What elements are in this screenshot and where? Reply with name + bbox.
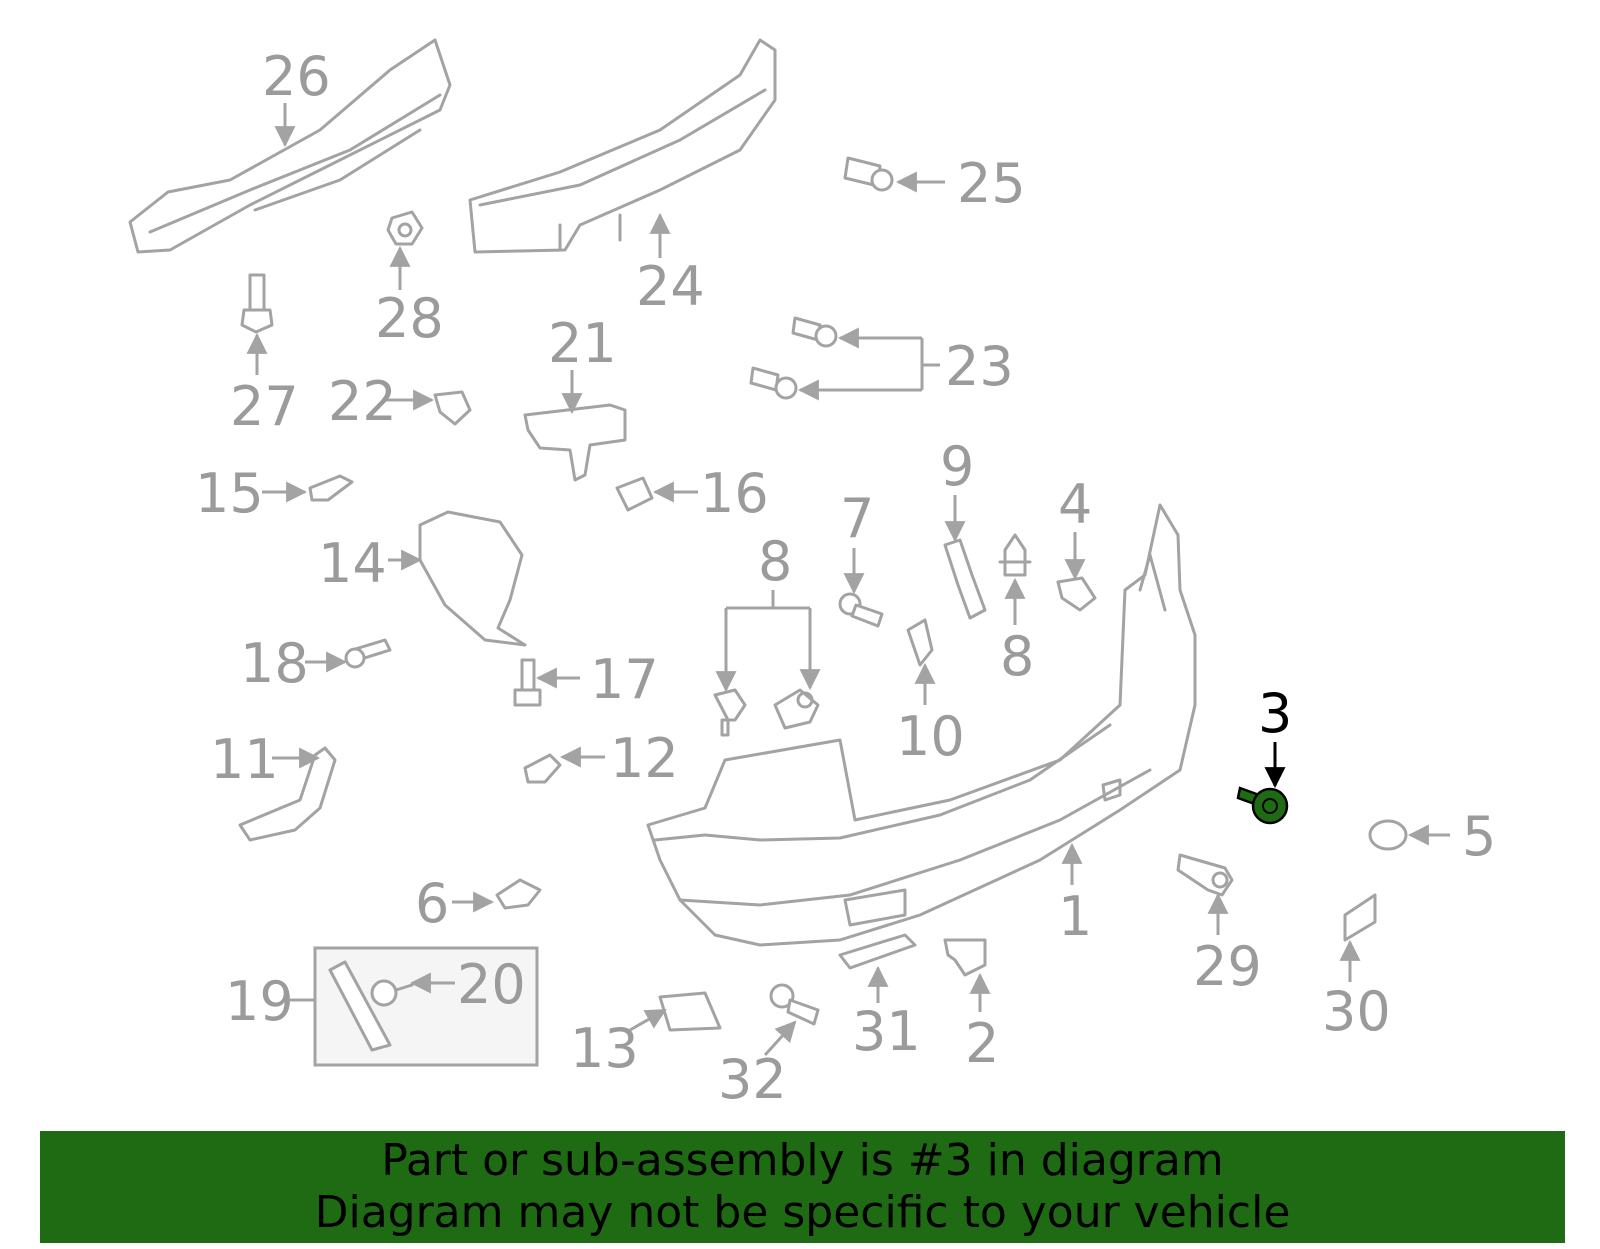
part-16-nut xyxy=(615,476,654,512)
callout-19: 19 xyxy=(225,970,294,1033)
part-31-reflector xyxy=(838,933,917,970)
part-6-clip xyxy=(495,878,542,910)
callout-13: 13 xyxy=(570,1017,639,1080)
callout-24: 24 xyxy=(636,255,705,318)
callout-18: 18 xyxy=(240,632,309,695)
part-28-nut xyxy=(386,210,424,246)
callout-4: 4 xyxy=(1058,473,1092,536)
callout-15: 15 xyxy=(195,462,264,525)
callout-31: 31 xyxy=(852,1000,921,1063)
part-20-clip xyxy=(370,979,414,1007)
part-26-reinforcement xyxy=(128,38,452,254)
banner-line-2: Diagram may not be specific to your vehi… xyxy=(314,1187,1291,1238)
callout-23: 23 xyxy=(945,335,1014,398)
part-22-grommet xyxy=(433,390,472,426)
callout-9: 9 xyxy=(940,435,974,498)
part-23-bolts xyxy=(749,316,838,400)
callout-11: 11 xyxy=(210,728,279,791)
callout-20: 20 xyxy=(457,953,526,1016)
callout-25: 25 xyxy=(957,152,1026,215)
part-4-grommet xyxy=(1056,576,1097,612)
callout-8b: 8 xyxy=(1000,625,1034,688)
callout-2: 2 xyxy=(965,1012,999,1075)
callout-6: 6 xyxy=(415,872,449,935)
banner-line-1: Part or sub-assembly is #3 in diagram xyxy=(381,1135,1224,1186)
part-27-bolt xyxy=(240,273,274,334)
callout-27: 27 xyxy=(230,375,299,438)
callout-1: 1 xyxy=(1058,885,1092,948)
part-8-clips xyxy=(713,688,820,737)
callout-14: 14 xyxy=(318,532,387,595)
callout-16: 16 xyxy=(700,462,769,525)
part-11-bracket xyxy=(238,746,337,842)
info-banner: Part or sub-assembly is #3 in diagram Di… xyxy=(40,1131,1565,1243)
part-7-bolt xyxy=(838,592,884,628)
part-21-bracket xyxy=(523,403,627,482)
part-2-bracket xyxy=(943,938,987,977)
part-15-clip xyxy=(308,474,354,502)
part-1-bumper-cover xyxy=(646,503,1197,947)
part-25-clip xyxy=(843,156,894,192)
callout-29: 29 xyxy=(1193,935,1262,998)
part-19-trim xyxy=(328,960,392,1052)
part-30-bracket xyxy=(1343,893,1377,942)
callout-28: 28 xyxy=(375,287,444,350)
callout-10: 10 xyxy=(896,705,965,768)
callout-7: 7 xyxy=(840,487,874,550)
part-8-clip-single xyxy=(998,533,1032,577)
callout-8a: 8 xyxy=(758,530,792,593)
part-29-sensor xyxy=(1176,853,1234,897)
part-32-bolt xyxy=(769,983,820,1026)
callout-3: 3 xyxy=(1258,682,1292,745)
part-10-seal xyxy=(906,618,934,667)
part-13-cover xyxy=(658,991,722,1032)
callout-12: 12 xyxy=(610,727,679,790)
callout-32: 32 xyxy=(718,1048,787,1111)
part-3-highlighted[interactable] xyxy=(1236,786,1289,825)
part-24-absorber xyxy=(468,38,777,254)
callout-21: 21 xyxy=(548,312,617,375)
callout-26: 26 xyxy=(262,45,331,108)
part-17-bolt xyxy=(513,658,542,707)
callout-5: 5 xyxy=(1462,805,1496,868)
callout-22: 22 xyxy=(328,370,397,433)
callout-17: 17 xyxy=(590,648,659,711)
part-9-strip xyxy=(943,538,987,620)
part-18-bolt xyxy=(344,638,392,669)
callout-30: 30 xyxy=(1322,980,1391,1043)
part-12-clip xyxy=(523,753,562,784)
part-14-flap xyxy=(418,510,527,647)
part-5-ring xyxy=(1368,819,1408,851)
